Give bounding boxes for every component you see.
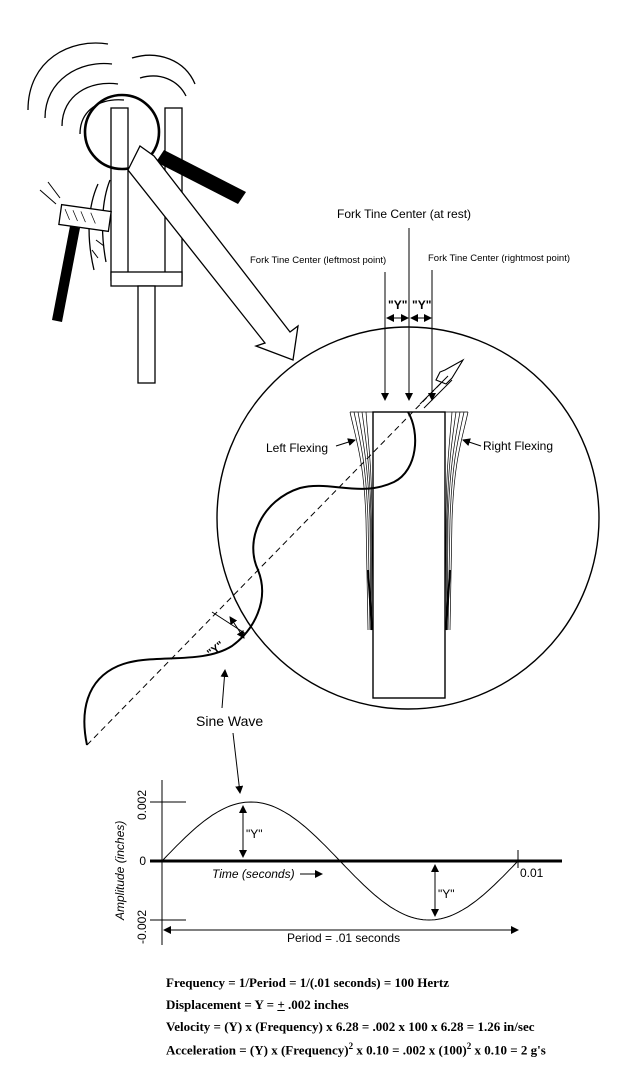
period-label: Period = .01 seconds — [287, 931, 400, 945]
tick-zero: 0 — [139, 854, 146, 868]
y-offset-arrow — [229, 616, 245, 639]
time-axis-dashed — [86, 377, 447, 746]
tine-closeup — [372, 411, 446, 699]
mallet-icon — [39, 181, 112, 322]
accel-part1: Acceleration = (Y) x (Frequency) — [166, 1042, 349, 1058]
accel-part3: x 0.10 = 2 g's — [471, 1042, 546, 1058]
amplitude-graph: 0 0.002 -0.002 0.01 Amplitude (inches) T… — [113, 780, 562, 945]
label-sine-wave: Sine Wave — [196, 713, 263, 729]
label-right-flexing: Right Flexing — [483, 439, 553, 453]
displacement-suffix: .002 inches — [284, 997, 349, 1012]
tuning-fork — [110, 107, 183, 384]
right-flexing-lines — [444, 411, 469, 631]
label-center-left: Fork Tine Center (leftmost point) — [250, 255, 386, 266]
arrow-right-flexing — [462, 438, 482, 447]
y-offset-line — [211, 611, 247, 635]
zoom-arrow — [127, 145, 299, 361]
traced-sine-curve — [83, 411, 417, 746]
displacement-prefix: Displacement = Y = — [166, 997, 278, 1012]
arrow-sine-up — [220, 669, 229, 709]
sine-curve — [161, 801, 519, 921]
diagonal-hollow-arrow — [435, 358, 465, 385]
y-label-diagonal: "Y" — [205, 639, 226, 659]
arrow-left-flexing — [335, 438, 356, 447]
magnifier-handle — [156, 150, 246, 204]
label-center-right: Fork Tine Center (rightmost point) — [428, 253, 570, 264]
label-left-flexing: Left Flexing — [266, 441, 328, 455]
accel-exponent-1: 2 — [348, 1041, 354, 1051]
accel-exponent-2: 2 — [466, 1041, 472, 1051]
x-axis-label: Time (seconds) — [212, 867, 295, 881]
accel-part2: x 0.10 = .002 x (100) — [353, 1042, 467, 1058]
zoom-circle — [216, 326, 600, 710]
tick-end: 0.01 — [520, 866, 544, 880]
label-center-rest: Fork Tine Center (at rest) — [337, 207, 471, 221]
formula-frequency: Frequency = 1/Period = 1/(.01 seconds) =… — [166, 975, 450, 990]
tick-bottom: -0.002 — [135, 910, 149, 944]
formula-displacement: Displacement = Y = + .002 inches — [166, 997, 349, 1013]
fork-left-tine — [110, 107, 129, 281]
tick-top: 0.002 — [135, 790, 149, 820]
y-axis-label: Amplitude (inches) — [113, 821, 127, 921]
formula-acceleration: Acceleration = (Y) x (Frequency)2 x 0.10… — [166, 1041, 546, 1058]
sound-wave-arcs — [27, 42, 196, 271]
formula-velocity: Velocity = (Y) x (Frequency) x 6.28 = .0… — [166, 1019, 535, 1034]
plus-minus-sign: + — [277, 997, 285, 1012]
y-label-left: "Y" — [388, 298, 407, 312]
y-label-graph-bottom: "Y" — [438, 887, 455, 901]
fork-base — [110, 271, 183, 287]
arrow-sine-down — [232, 732, 244, 794]
magnifier-lens — [83, 93, 161, 171]
fork-handle — [137, 285, 156, 384]
y-label-graph-top: "Y" — [246, 827, 263, 841]
left-flexing-lines — [349, 411, 374, 631]
y-label-right: "Y" — [412, 298, 431, 312]
